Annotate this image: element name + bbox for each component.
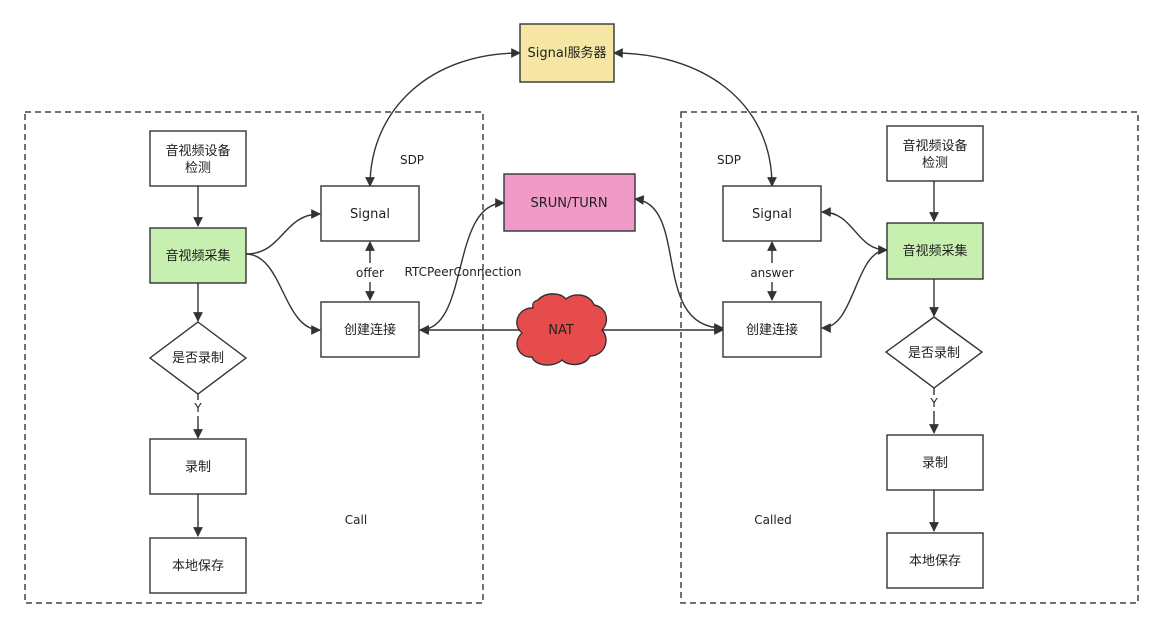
nat-label: NAT	[548, 323, 574, 338]
right-signal-box	[722, 185, 822, 242]
right-save-label: 本地保存	[909, 554, 961, 569]
rtc-label: RTCPeerConnection	[405, 265, 522, 279]
left-save-box	[149, 537, 247, 594]
left-device-check-box	[149, 130, 247, 187]
nat-cloud	[516, 293, 608, 366]
right-capture-label: 音视频采集	[902, 243, 967, 259]
right-record-label: 录制	[922, 456, 948, 471]
answer-label-bg	[748, 264, 796, 281]
right-decision-diamond	[884, 316, 984, 389]
right-device-check-line1: 音视频设备	[902, 138, 967, 154]
signal-server-label: Signal服务器	[528, 45, 607, 61]
left-edge-capture-connect	[245, 253, 321, 335]
offer-label: offer	[356, 266, 384, 280]
right-connect-box	[722, 301, 822, 358]
sdp-left-label: SDP	[400, 153, 424, 167]
left-edge-capture-signal	[245, 209, 321, 255]
y-left-bg	[191, 400, 205, 416]
left-decision-label: 是否录制	[172, 351, 224, 366]
left-capture-label: 音视频采集	[165, 248, 230, 264]
answer-label: answer	[750, 266, 793, 280]
left-capture-box	[149, 227, 247, 284]
right-capture-box	[886, 222, 984, 280]
right-device-check-box	[886, 125, 984, 182]
right-save-box	[886, 532, 984, 589]
right-connect-label: 创建连接	[746, 322, 798, 338]
edge-left-signal-server	[365, 48, 521, 187]
left-decision-diamond	[148, 321, 248, 395]
sdp-right-label: SDP	[717, 153, 741, 167]
left-connect-box	[320, 301, 420, 358]
right-decision-label: 是否录制	[908, 346, 960, 361]
right-edge-capture-connect	[821, 249, 888, 333]
edge-srun-right-connect	[634, 195, 724, 333]
left-signal-box	[320, 185, 420, 242]
y-right-label: Y	[929, 396, 938, 410]
y-right-bg	[927, 395, 941, 411]
left-device-check-line1: 音视频设备	[165, 143, 230, 159]
left-signal-label: Signal	[350, 207, 390, 222]
right-signal-label: Signal	[752, 207, 792, 222]
signal-server-box	[519, 23, 615, 83]
called-group-border	[680, 111, 1139, 604]
left-save-label: 本地保存	[172, 559, 224, 574]
left-device-check-line2: 检测	[185, 161, 211, 176]
call-group-border	[24, 111, 484, 604]
call-group-label: Call	[345, 513, 367, 527]
offer-label-bg	[350, 264, 390, 281]
edge-left-connect-srun	[419, 198, 505, 335]
right-edge-capture-signal	[821, 207, 888, 255]
right-record-box	[886, 434, 984, 491]
left-record-box	[149, 438, 247, 495]
edge-right-signal-server	[613, 48, 777, 187]
called-group-label: Called	[754, 513, 791, 527]
right-device-check-line2: 检测	[922, 156, 948, 171]
srun-turn-label: SRUN/TURN	[530, 196, 607, 211]
y-left-label: Y	[193, 401, 202, 415]
srun-turn-box	[503, 173, 636, 232]
left-connect-label: 创建连接	[344, 322, 396, 338]
left-record-label: 录制	[185, 460, 211, 475]
